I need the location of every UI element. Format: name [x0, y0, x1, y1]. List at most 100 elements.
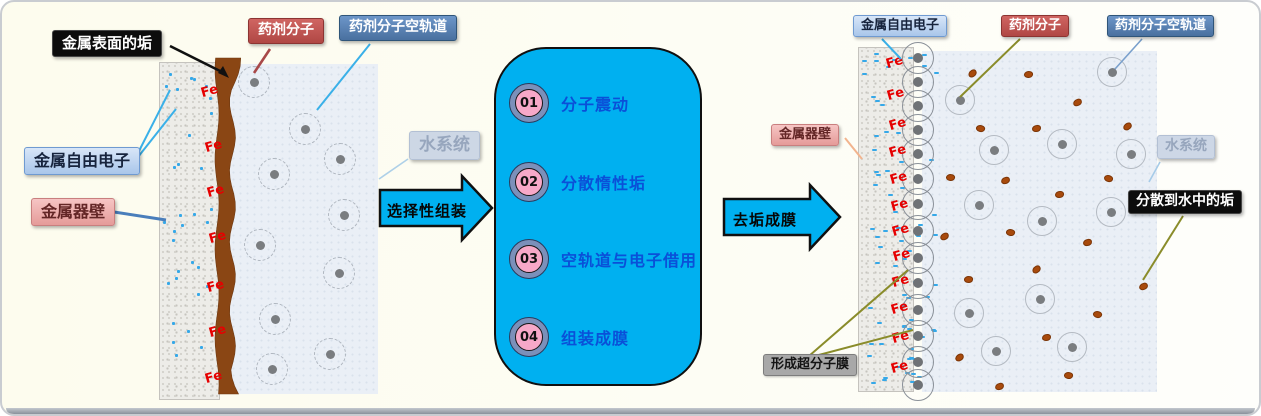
electron-dot: [913, 101, 923, 111]
free-electron-speck: [172, 321, 176, 325]
step-1-label: 分子震动: [561, 95, 630, 114]
process-step-4: 04 组装成膜: [509, 315, 629, 359]
agent-molecule: [1116, 139, 1146, 169]
free-electron-speck: [869, 227, 875, 230]
free-electron-speck: [866, 355, 872, 358]
free-electron-speck: [899, 160, 905, 163]
free-electron-speck: [204, 84, 208, 88]
free-electron-speck: [873, 170, 879, 173]
free-electron-speck: [164, 84, 168, 88]
free-electron-speck: [888, 193, 894, 196]
electron-dot: [269, 169, 279, 179]
free-electron-speck: [206, 221, 210, 225]
electron-dot: [270, 314, 280, 324]
electron-dot: [989, 145, 999, 155]
free-electron-speck: [193, 213, 197, 217]
free-electron-speck: [933, 71, 939, 74]
agent-molecule: [324, 143, 356, 175]
step-1-number: 01: [515, 89, 543, 117]
free-electron-speck: [898, 240, 904, 243]
fe-atom-label: Fe: [205, 276, 226, 297]
free-electron-speck: [166, 281, 170, 285]
free-electron-speck: [172, 230, 176, 234]
agent-orbital-tag-left: 药剂分子空轨道: [339, 15, 457, 41]
agent-molecule: [314, 338, 346, 370]
electron-dot: [913, 380, 923, 390]
electron-dot: [1035, 294, 1045, 304]
free-electron-speck: [875, 236, 881, 239]
agent-molecule: [954, 298, 984, 328]
agent-molecule: [238, 66, 270, 98]
agent-molecule: [1057, 332, 1087, 362]
agent-molecule: [981, 336, 1011, 366]
free-electron-speck: [875, 174, 881, 177]
agent-molecule: [289, 113, 321, 145]
free-electron-speck: [892, 265, 898, 268]
free-electron-speck: [187, 330, 191, 334]
electron-dot: [913, 53, 923, 63]
vessel-wall-tag-right: 金属器壁: [771, 124, 840, 147]
free-electron-speck: [178, 213, 182, 217]
free-electron-tag-left: 金属自由电子: [24, 147, 141, 175]
fe-atom-label: Fe: [207, 227, 228, 248]
free-electron-speck: [861, 59, 867, 62]
electron-dot: [913, 253, 923, 263]
free-electron-speck: [932, 330, 938, 333]
step-1-badge: 01: [509, 83, 549, 123]
free-electron-speck: [199, 346, 203, 350]
free-electron-speck: [884, 130, 890, 133]
electron-dot: [1106, 207, 1116, 217]
electron-dot: [339, 210, 349, 220]
water-system-tag-left: 水系统: [409, 131, 480, 161]
electron-dot: [913, 357, 923, 367]
free-electron-speck: [931, 214, 937, 217]
agent-molecule-tag-right: 药剂分子: [1001, 15, 1070, 38]
step-2-number: 02: [515, 168, 543, 196]
free-electron-speck: [882, 229, 888, 232]
agent-molecule: [1025, 284, 1055, 314]
free-electron-speck: [171, 341, 175, 345]
free-electron-speck: [881, 379, 887, 382]
free-electron-speck: [893, 210, 899, 213]
agent-molecule: [964, 190, 994, 220]
water-system-pointer-left: [378, 158, 409, 180]
dispersed-scale-tag: 分散到水中的垢: [1128, 190, 1242, 214]
free-electron-speck: [192, 78, 196, 82]
electron-dot: [913, 174, 923, 184]
electron-dot: [913, 125, 923, 135]
agent-molecule: [244, 229, 276, 261]
free-electron-speck: [176, 270, 180, 274]
free-electron-speck: [873, 60, 879, 62]
electron-dot: [335, 154, 345, 164]
step-2-badge: 02: [509, 162, 549, 202]
fe-atom-label: Fe: [203, 136, 224, 157]
free-electron-speck: [210, 207, 214, 211]
free-electron-speck: [171, 238, 175, 242]
free-electron-speck: [200, 167, 204, 171]
free-electron-speck: [871, 382, 877, 385]
agent-molecule: [1027, 206, 1057, 236]
free-electron-speck: [175, 353, 179, 357]
electron-dot: [913, 199, 923, 209]
step-4-badge: 04: [509, 317, 549, 357]
electron-dot: [964, 308, 974, 318]
agent-molecule: [1096, 197, 1126, 227]
electron-dot: [974, 200, 984, 210]
process-step-2: 02 分散惰性垢: [509, 160, 646, 204]
electron-dot: [1037, 216, 1047, 226]
step-4-label: 组装成膜: [561, 329, 630, 348]
fe-atom-label: Fe: [207, 321, 228, 342]
step-2-label: 分散惰性垢: [561, 174, 647, 193]
free-electron-speck: [874, 135, 880, 138]
process-steps-box: 01 分子震动 02 分散惰性垢 03 空轨道与电子借用 04 组装成膜: [494, 47, 702, 386]
process-step-3: 03 空轨道与电子借用: [509, 237, 697, 281]
electron-dot: [1107, 67, 1117, 77]
agent-molecule: [945, 85, 975, 115]
electron-dot: [255, 240, 265, 250]
electron-dot: [913, 331, 923, 341]
frame-bottom-edge: [6, 408, 1255, 414]
free-electron-speck: [210, 112, 214, 116]
descale-film-arrow-label: 去垢成膜: [733, 211, 798, 229]
electron-dot: [1057, 139, 1067, 149]
free-electron-speck: [867, 306, 873, 309]
